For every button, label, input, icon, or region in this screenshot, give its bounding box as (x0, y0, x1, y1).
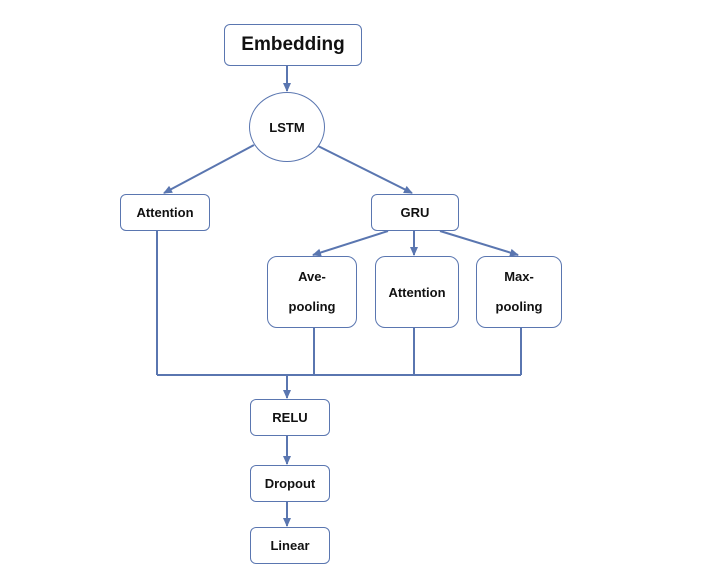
attention-mid-node: Attention (375, 256, 459, 328)
dropout-node: Dropout (250, 465, 330, 502)
gru-node: GRU (371, 194, 459, 231)
ave-pooling-line1: Ave- (298, 269, 326, 284)
max-pooling-line1: Max- (504, 269, 534, 284)
lstm-node: LSTM (249, 92, 325, 162)
relu-label: RELU (272, 410, 308, 425)
max-pooling-line2: pooling (495, 299, 543, 314)
attention-mid-label: Attention (388, 284, 446, 300)
attention-left-label: Attention (136, 205, 194, 220)
ave-pooling-node: Ave- pooling (267, 256, 357, 328)
embedding-label: Embedding (241, 34, 345, 55)
max-pooling-node: Max- pooling (476, 256, 562, 328)
gru-label: GRU (400, 205, 430, 220)
dropout-label: Dropout (264, 476, 316, 491)
linear-node: Linear (250, 527, 330, 564)
relu-node: RELU (250, 399, 330, 436)
edge-gru-maxpooling (439, 230, 519, 257)
linear-label: Linear (270, 538, 310, 553)
attention-left-node: Attention (120, 194, 210, 231)
edge-lstm-gru (317, 145, 413, 194)
lstm-label: LSTM (269, 119, 305, 135)
edge-lstm-attention (163, 144, 255, 194)
edge-gru-avepooling (312, 230, 389, 257)
embedding-node: Embedding (224, 24, 362, 66)
ave-pooling-line2: pooling (288, 299, 336, 314)
